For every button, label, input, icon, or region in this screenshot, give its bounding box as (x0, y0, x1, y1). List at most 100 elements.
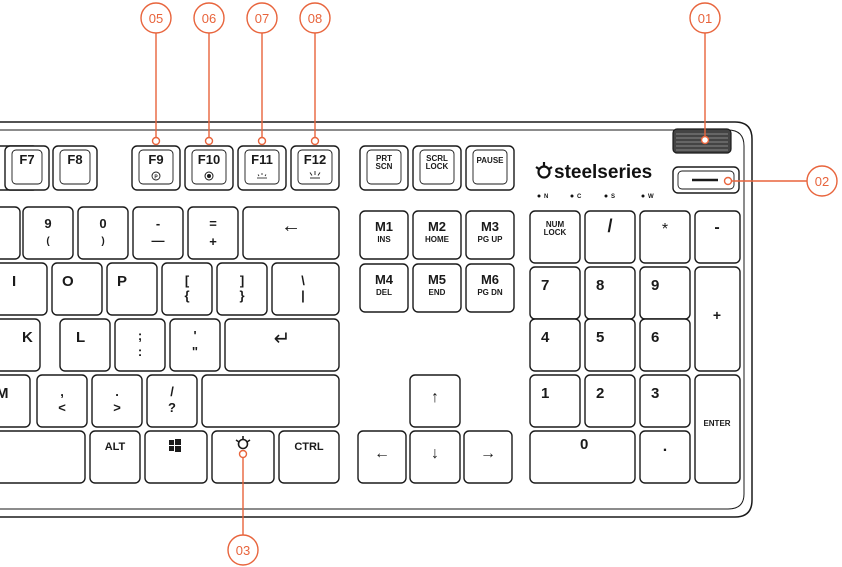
key-pause (465, 145, 515, 191)
label-semicolon-shift: : (138, 344, 142, 359)
key-f8 (52, 145, 98, 191)
label-semicolon: ; (138, 328, 142, 343)
key-num-star (639, 210, 691, 264)
key-minus (132, 206, 184, 260)
label-num-8: 8 (596, 277, 604, 294)
key-num-enter (694, 374, 741, 484)
key-m3 (465, 210, 515, 260)
label-alt: ALT (105, 441, 126, 453)
key-num-9 (639, 266, 691, 320)
f9-profile-icon: P (151, 171, 161, 181)
steelseries-logo-icon (535, 162, 553, 179)
callout-08-badge (299, 2, 331, 34)
label-right: → (480, 445, 496, 462)
label-o: O (62, 273, 74, 290)
label-m6: M6 (481, 272, 499, 287)
key-semicolon (114, 318, 166, 372)
label-m5: M5 (428, 272, 446, 287)
key-9 (22, 206, 74, 260)
label-9: 9 (44, 216, 51, 231)
key-quote (169, 318, 221, 372)
led-s: S (611, 194, 615, 200)
callout-07: 07 (255, 11, 269, 26)
label-p: P (117, 273, 127, 290)
key-num-1 (529, 374, 581, 428)
label-rbracket-shift: } (239, 288, 244, 303)
label-prt1: PRT (376, 154, 392, 163)
key-m6 (465, 263, 515, 313)
label-numlock1: NUM (546, 220, 565, 229)
label-lbracket: [ (185, 273, 190, 288)
key-num-5 (584, 318, 636, 372)
label-pause: PAUSE (477, 156, 505, 165)
media-button (672, 166, 740, 194)
key-space-partial (0, 430, 86, 484)
key-rshift (201, 374, 340, 428)
key-m2 (412, 210, 462, 260)
key-prtscn (359, 145, 409, 191)
key-o (51, 262, 103, 316)
keyboard-inner-edge (0, 129, 745, 510)
label-m2: M2 (428, 219, 446, 234)
callout-05: 05 (149, 11, 163, 26)
label-num-minus: - (714, 219, 719, 236)
label-period-shift: > (113, 400, 121, 415)
callout-02: 02 (815, 174, 829, 189)
callout-03-badge (227, 534, 259, 566)
label-prt2: SCN (376, 162, 393, 171)
key-scrllock (412, 145, 462, 191)
key-num-minus (694, 210, 741, 264)
label-slash-shift: ? (168, 400, 176, 415)
key-f10 (184, 145, 234, 191)
label-num-2: 2 (596, 385, 604, 402)
key-f7 (4, 145, 50, 191)
windows-icon (169, 439, 181, 452)
label-m3: M3 (481, 219, 499, 234)
key-num-0 (529, 430, 636, 484)
label-num-5: 5 (596, 329, 604, 346)
key-num-plus (694, 266, 741, 372)
label-f9: F9 (148, 152, 163, 167)
label-num-plus: + (713, 307, 721, 323)
key-m (0, 374, 31, 428)
callout-06-badge (193, 2, 225, 34)
label-numlock2: LOCK (544, 228, 567, 237)
f12-light-up-icon (309, 171, 321, 179)
key-equals (187, 206, 239, 260)
label-minus: - (156, 216, 160, 231)
key-numlock (529, 210, 581, 264)
label-m4-sub: DEL (376, 288, 392, 297)
label-num-enter: ENTER (703, 419, 730, 428)
key-down (409, 430, 461, 484)
callout-01: 01 (698, 11, 712, 26)
key-enter (224, 318, 340, 372)
label-num-1: 1 (541, 385, 549, 402)
led-indicators: N C S W (537, 194, 654, 200)
label-m: M (0, 385, 9, 402)
key-comma (36, 374, 88, 428)
label-backspace: ← (281, 215, 301, 237)
label-9-shift: ( (46, 236, 50, 247)
label-num-slash: / (607, 216, 612, 236)
key-lbracket (161, 262, 213, 316)
label-m1-sub: INS (377, 235, 391, 244)
label-slash: / (170, 384, 174, 399)
label-ctrl: CTRL (294, 441, 324, 453)
key-k (0, 318, 41, 372)
label-i: I (12, 273, 16, 290)
key-num-6 (639, 318, 691, 372)
label-num-4: 4 (541, 329, 550, 346)
key-m4 (359, 263, 409, 313)
key-f12 (290, 145, 340, 191)
keyboard-body (0, 121, 753, 518)
f11-light-down-icon (257, 173, 267, 179)
label-period: . (115, 384, 119, 399)
label-l: L (76, 329, 85, 346)
label-lbracket-shift: { (184, 288, 189, 303)
steelseries-key-icon (235, 436, 251, 450)
callout-06: 06 (202, 11, 216, 26)
key-left (357, 430, 407, 484)
label-num-7: 7 (541, 277, 549, 294)
label-f10: F10 (198, 152, 220, 167)
